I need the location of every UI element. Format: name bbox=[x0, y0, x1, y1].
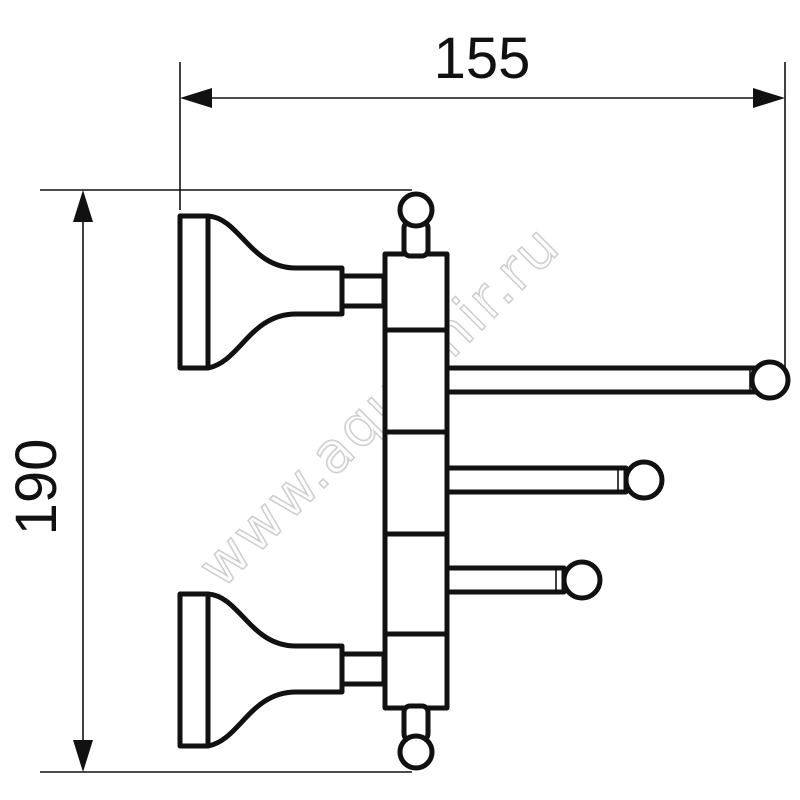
bottom-finial bbox=[397, 703, 435, 771]
top-wall-mount bbox=[177, 213, 387, 371]
top-wall-plate bbox=[177, 213, 211, 371]
bar-long-ball-end bbox=[749, 359, 791, 401]
top-finial bbox=[397, 191, 435, 259]
bottom-wall-plate bbox=[177, 591, 211, 749]
bar-short-rod bbox=[437, 565, 567, 595]
swivel-bar-short bbox=[437, 559, 603, 601]
bar-middle-rod bbox=[437, 465, 629, 495]
top-flare-base bbox=[205, 213, 345, 371]
swivel-column bbox=[382, 251, 450, 711]
bottom-flare-base bbox=[205, 591, 345, 749]
swivel-bar-long bbox=[437, 359, 791, 401]
width-label: 155 bbox=[434, 26, 531, 91]
bottom-mount-arm bbox=[339, 651, 387, 687]
bar-short-ball-end bbox=[561, 559, 603, 601]
height-label: 190 bbox=[4, 439, 69, 536]
width-arrow-left bbox=[180, 88, 212, 108]
bar-middle-ball-end bbox=[623, 459, 665, 501]
bar-long-rod bbox=[437, 365, 761, 395]
swivel-bar-middle bbox=[437, 459, 665, 501]
height-dimension: 190 bbox=[4, 189, 412, 773]
top-finial-ball bbox=[397, 191, 435, 229]
height-arrow-bottom bbox=[73, 740, 93, 772]
height-arrow-top bbox=[73, 190, 93, 222]
bottom-wall-mount bbox=[177, 591, 387, 749]
bottom-finial-ball bbox=[397, 733, 435, 771]
width-dimension: 155 bbox=[179, 26, 786, 372]
top-mount-arm bbox=[339, 273, 387, 309]
width-arrow-right bbox=[753, 88, 785, 108]
column-body bbox=[382, 251, 450, 711]
